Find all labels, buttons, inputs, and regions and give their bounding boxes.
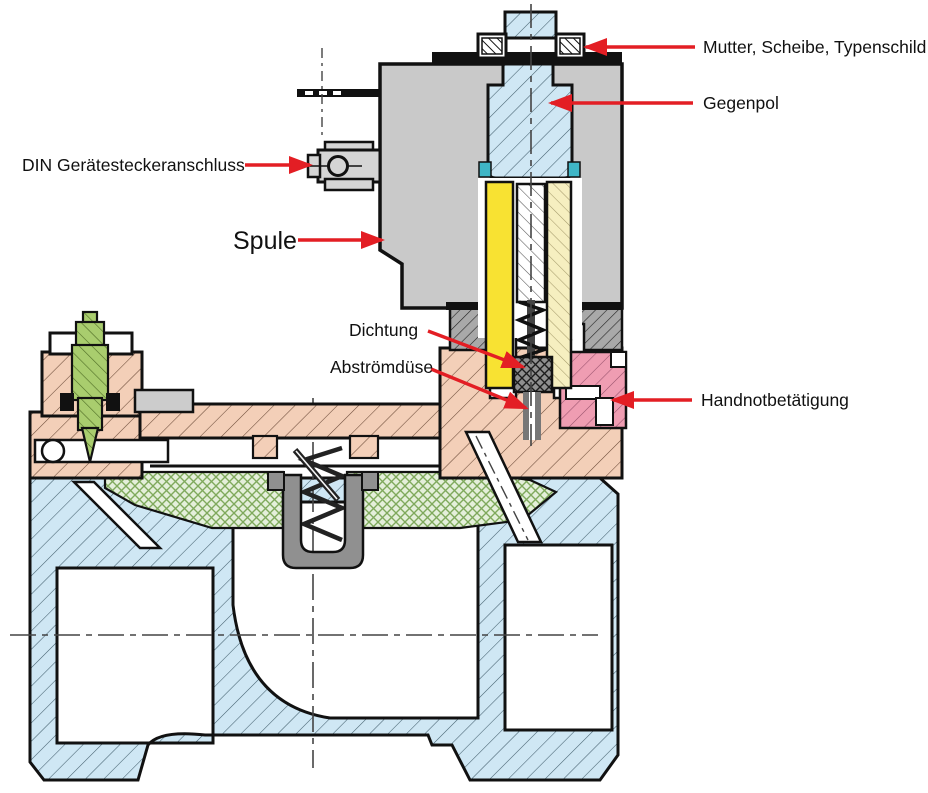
cup-flange-right — [361, 471, 379, 491]
plunger-spring — [514, 300, 548, 360]
outlet-nozzle-bore — [529, 392, 535, 440]
label-spule: Spule — [233, 227, 297, 255]
callout-labels: Mutter, Scheibe, Typenschild Gegenpol DI… — [22, 37, 926, 410]
screw-seal-left — [60, 393, 74, 411]
coil-assembly — [297, 4, 624, 446]
valve-body-shell — [28, 476, 620, 782]
label-dichtung: Dichtung — [349, 320, 418, 340]
armature-plunger — [515, 182, 547, 304]
callout-arrows — [245, 38, 695, 410]
connector-pin-dash — [305, 91, 313, 95]
connector-screw — [327, 155, 349, 177]
pilot-channel — [33, 438, 170, 464]
mounting-insert — [133, 388, 195, 414]
arrow-abstroemduese — [430, 367, 529, 410]
valve-body — [10, 398, 620, 782]
diaphragm-spring-cup — [281, 473, 365, 570]
screw-lower — [76, 396, 104, 432]
seal-dichtung — [512, 355, 554, 394]
bonnet-boss-1 — [251, 434, 279, 460]
label-gegenpol: Gegenpol — [703, 93, 779, 113]
coil-winding-right — [545, 180, 573, 390]
manual-override-slot-v — [595, 397, 614, 426]
pilot-passage-right — [464, 430, 543, 544]
teal-seal-left — [478, 161, 492, 178]
label-handnot: Handnotbetätigung — [701, 390, 849, 410]
screw-seal-right — [106, 393, 120, 411]
outlet-nozzle-wall-right — [535, 392, 541, 440]
outlet-nozzle-wall-left — [523, 392, 529, 440]
connector-pin-dash — [333, 91, 341, 95]
nut-left-hatch — [481, 37, 503, 55]
check-ball — [40, 438, 66, 464]
connector-tab-bottom — [323, 177, 375, 192]
screw-tip — [80, 426, 100, 463]
connector-pin-dash — [319, 91, 327, 95]
coil-interior — [478, 161, 582, 440]
label-din: DIN Gerätesteckeranschluss — [22, 155, 245, 175]
din-connector — [297, 48, 382, 192]
cup-flange-left — [267, 471, 285, 491]
arrow-dichtung — [427, 329, 526, 369]
label-mutter: Mutter, Scheibe, Typenschild — [703, 37, 926, 57]
gegenpol-core — [476, 10, 586, 180]
manual-override — [558, 350, 628, 430]
pilot-passage-left — [70, 480, 164, 550]
manual-override-notch — [610, 351, 627, 368]
pilot-rod-inner — [295, 450, 338, 500]
nut-right-hatch — [559, 37, 581, 55]
pilot-adjustment-screw — [60, 310, 120, 463]
teal-seal-right — [567, 161, 581, 178]
label-abstroemduese: Abströmdüse — [330, 357, 433, 377]
manual-override-slot-h — [565, 385, 601, 400]
passage-centerline — [475, 435, 529, 541]
bonnet-boss-2 — [348, 434, 380, 460]
screw-body — [70, 343, 110, 402]
